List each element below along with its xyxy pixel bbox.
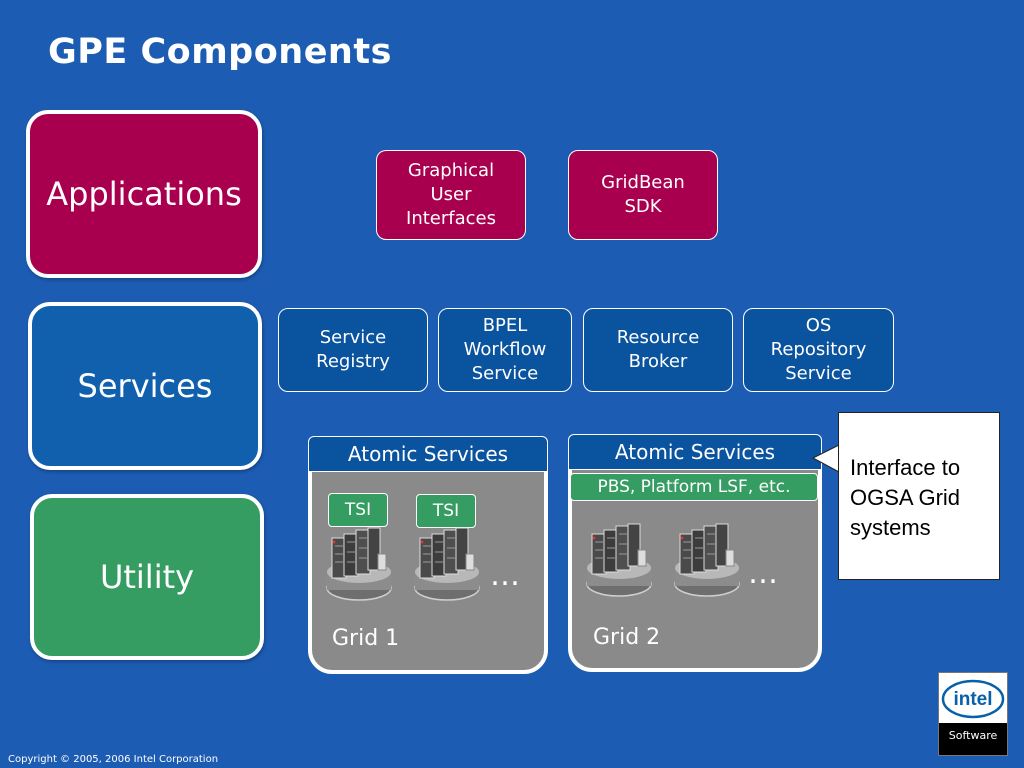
callout-line: OGSA Grid	[850, 485, 961, 510]
tsi-tag: TSI	[328, 493, 388, 527]
server-rack-icon	[674, 523, 740, 597]
grid-1-atomic-services: Atomic Services	[308, 436, 548, 472]
software-label: Software	[948, 729, 998, 742]
service-registry-box: Service Registry	[278, 308, 428, 392]
pbs-lsf-tag: PBS, Platform LSF, etc.	[570, 473, 818, 501]
grid-1-label: Grid 1	[332, 626, 400, 651]
applications-layer: Applications	[26, 110, 262, 278]
bpel-line: BPEL	[482, 315, 528, 336]
services-layer-label: Services	[77, 367, 213, 405]
intel-logo-icon: intel	[941, 679, 1005, 719]
bpel-workflow-box: BPEL Workflow Service	[438, 308, 572, 392]
gridbean-sdk-box: GridBean SDK	[568, 150, 718, 240]
intel-brand-text: intel	[953, 689, 992, 710]
service-registry-line: Service	[319, 327, 387, 348]
grid-2-atomic-services: Atomic Services	[568, 434, 822, 470]
server-rack-icon	[414, 527, 480, 601]
tsi-tag: TSI	[416, 494, 476, 528]
gui-box: Graphical User Interfaces	[376, 150, 526, 240]
server-rack-icon	[586, 523, 652, 597]
resource-broker-line: Broker	[628, 351, 688, 372]
utility-layer: Utility	[30, 494, 264, 660]
server-rack-icon	[326, 527, 392, 601]
os-repo-line: OS	[805, 315, 832, 336]
gui-line: Interfaces	[406, 208, 496, 229]
applications-layer-label: Applications	[46, 175, 242, 213]
os-repository-box: OS Repository Service	[743, 308, 894, 392]
utility-layer-label: Utility	[99, 558, 195, 596]
services-layer: Services	[28, 302, 262, 470]
bpel-line: Service	[471, 363, 539, 384]
bpel-line: Workflow	[463, 339, 547, 360]
os-repo-line: Repository	[770, 339, 867, 360]
resource-broker-line: Resource	[616, 327, 700, 348]
gui-line: Graphical	[407, 160, 495, 181]
page-title: GPE Components	[48, 32, 392, 72]
gui-line: User	[430, 184, 472, 205]
gridbean-line: SDK	[624, 196, 662, 217]
grid-2-label: Grid 2	[593, 625, 661, 650]
copyright-text: Copyright © 2005, 2006 Intel Corporation	[8, 754, 219, 765]
ellipsis: …	[490, 558, 520, 593]
callout-line: systems	[850, 515, 931, 540]
resource-broker-box: Resource Broker	[583, 308, 733, 392]
intel-software-logo: intel Software	[938, 672, 1008, 756]
ellipsis: …	[748, 556, 778, 591]
callout-line: Interface to	[850, 455, 961, 480]
os-repo-line: Service	[785, 363, 852, 384]
service-registry-line: Registry	[316, 351, 390, 372]
callout-box: Interface to OGSA Grid systems	[838, 412, 1000, 580]
gridbean-line: GridBean	[601, 172, 685, 193]
